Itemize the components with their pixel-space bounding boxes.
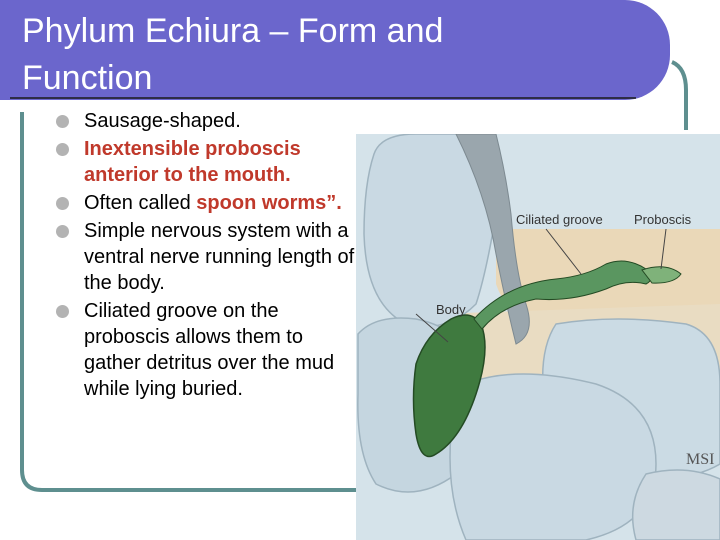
- title-line-2: Function: [22, 59, 153, 97]
- artist-signature-icon: MSI: [686, 451, 714, 468]
- proboscis-tip: [641, 266, 682, 284]
- bullet-item: Often called spoon worms”.: [56, 190, 356, 216]
- worm-body: [412, 314, 486, 458]
- bullet-highlight: Inextensible proboscis anterior to the m…: [84, 138, 301, 186]
- bullet-dot-icon: [56, 305, 69, 318]
- bullet-list: Sausage-shaped. Inextensible proboscis a…: [56, 108, 356, 404]
- slide-title: Phylum Echiura – Form and Function: [22, 8, 443, 102]
- bullet-item: Sausage-shaped.: [56, 108, 356, 134]
- bullet-text: Often called: [84, 192, 197, 214]
- bullet-item: Inextensible proboscis anterior to the m…: [56, 136, 356, 188]
- bullet-dot-icon: [56, 115, 69, 128]
- rock-4: [449, 373, 657, 540]
- echiuran-illustration: Ciliated groove Proboscis Body MSI: [356, 134, 720, 540]
- bullet-dot-icon: [56, 197, 69, 210]
- bullet-item: Ciliated groove on the proboscis allows …: [56, 298, 356, 402]
- bullet-highlight: spoon worms”.: [196, 192, 342, 214]
- proboscis-leader-line: [660, 228, 667, 270]
- title-band: [0, 0, 670, 100]
- bullet-dot-icon: [56, 143, 69, 156]
- label-body: Body: [436, 302, 466, 317]
- groove-leader-line: [545, 228, 582, 275]
- bullet-dot-icon: [56, 225, 69, 238]
- label-proboscis: Proboscis: [634, 212, 692, 227]
- bullet-item: Simple nervous system with a ventral ner…: [56, 218, 356, 296]
- bullet-text: Simple nervous system with a ventral ner…: [84, 220, 355, 294]
- body-leader-line: [415, 313, 449, 343]
- label-ciliated-groove: Ciliated groove: [516, 212, 603, 227]
- bullet-text: Ciliated groove on the proboscis allows …: [84, 300, 335, 400]
- rock-5: [631, 469, 720, 540]
- title-line-1: Phylum Echiura – Form and: [22, 12, 444, 50]
- bullet-text: Sausage-shaped.: [84, 110, 241, 132]
